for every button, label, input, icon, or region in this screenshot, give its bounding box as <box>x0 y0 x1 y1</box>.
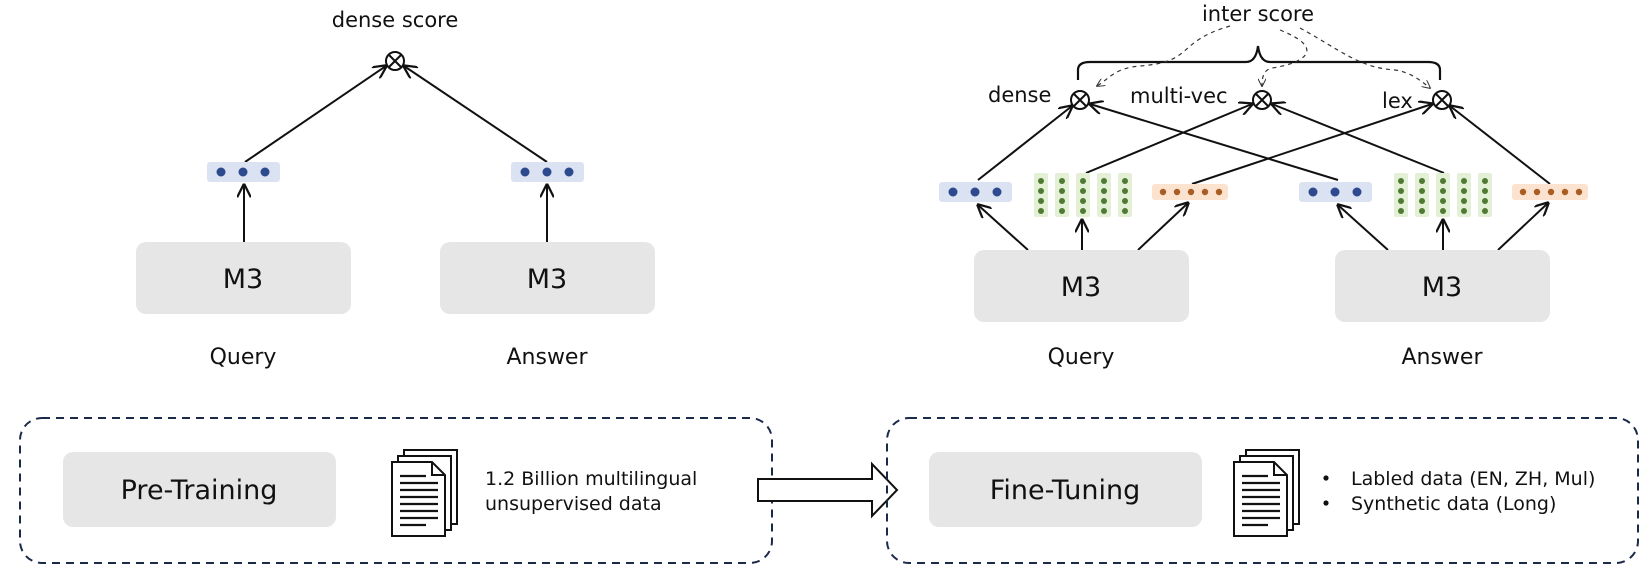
right-query-lex-vector <box>1152 184 1228 200</box>
pretraining-data-line-1: 1.2 Billion multilingual <box>485 468 697 490</box>
pretraining-data-line-2: unsupervised data <box>485 493 662 515</box>
left-query-to-score-arrow <box>244 66 386 163</box>
finetuning-bullet-2: Synthetic data (Long) <box>1351 493 1556 515</box>
left-answer-encoder-label: M3 <box>527 264 567 295</box>
multivec-score-label: multi-vec <box>1130 84 1228 108</box>
inter-score-label: inter score <box>1202 2 1314 26</box>
left-query-encoder-label: M3 <box>223 264 263 295</box>
left-query-label: Query <box>210 345 277 370</box>
left-query-encoder-box <box>136 242 351 314</box>
left-answer-dense-vector <box>511 162 584 182</box>
finetuning-stage-box <box>929 452 1202 527</box>
inter-to-dense-dashed-arrow <box>1097 25 1231 86</box>
inter-score-brace <box>1076 45 1442 80</box>
left-answer-to-score-arrow <box>404 66 548 163</box>
pretraining-section: Pre-Training 1.2 Billion multilingual un… <box>19 417 773 564</box>
a-multi-to-multivec-arrow <box>1272 104 1445 174</box>
right-query-encoder-box <box>974 250 1189 322</box>
pretrain-to-finetune-arrow-icon <box>757 461 899 519</box>
right-panel: inter score dense multi-vec lex <box>939 2 1588 370</box>
finetuning-bullet-dot-2 <box>1323 500 1329 506</box>
inter-to-multivec-dashed-arrow <box>1262 29 1308 86</box>
a-encoder-to-dense-arrow <box>1338 205 1389 251</box>
q-lex-to-lex-arrow <box>1191 104 1432 185</box>
finetuning-bullet-dot-1 <box>1323 475 1329 481</box>
right-query-label: Query <box>1048 345 1115 370</box>
left-answer-encoder-box <box>440 242 655 314</box>
finetuning-document-icon <box>1233 449 1300 537</box>
a-lex-to-lex-arrow <box>1450 106 1551 185</box>
multivec-product-icon <box>1252 90 1272 110</box>
right-answer-encoder-box <box>1335 250 1550 322</box>
left-panel: dense score M3 M3 Query Answ <box>136 8 655 370</box>
a-encoder-to-lex-arrow <box>1497 203 1548 251</box>
q-dense-to-dense-arrow <box>977 106 1072 181</box>
q-encoder-to-dense-arrow <box>978 205 1029 251</box>
q-multi-to-multivec-arrow <box>1085 104 1252 174</box>
right-query-dense-vector <box>939 182 1012 202</box>
inter-to-lex-dashed-arrow <box>1299 27 1430 88</box>
dense-score-label: dense <box>988 83 1051 107</box>
pretraining-dashed-frame <box>19 417 773 564</box>
lex-score-label: lex <box>1382 89 1413 113</box>
finetuning-stage-label: Fine-Tuning <box>990 475 1140 506</box>
right-answer-lex-vector <box>1512 184 1588 200</box>
right-query-encoder-label: M3 <box>1061 272 1101 303</box>
right-answer-multivec-matrix <box>1394 173 1492 217</box>
lex-product-icon <box>1432 90 1452 110</box>
pretraining-document-icon <box>391 449 458 537</box>
dense-product-icon <box>1070 90 1090 110</box>
left-answer-label: Answer <box>506 345 588 370</box>
right-answer-encoder-label: M3 <box>1422 272 1462 303</box>
finetuning-section: Fine-Tuning Labled data (EN, ZH, Mul) Sy… <box>886 417 1639 564</box>
left-dense-product-icon <box>385 51 405 71</box>
finetuning-bullet-1: Labled data (EN, ZH, Mul) <box>1351 468 1595 490</box>
q-encoder-to-lex-arrow <box>1137 203 1188 251</box>
right-query-multivec-matrix <box>1034 173 1132 217</box>
finetuning-dashed-frame <box>886 417 1639 564</box>
pretraining-stage-box <box>63 452 336 527</box>
a-dense-to-dense-arrow <box>1090 104 1339 181</box>
right-answer-dense-vector <box>1299 182 1372 202</box>
left-score-label: dense score <box>332 8 459 32</box>
right-answer-label: Answer <box>1401 345 1483 370</box>
pretraining-stage-label: Pre-Training <box>121 475 278 506</box>
left-query-dense-vector <box>207 162 280 182</box>
